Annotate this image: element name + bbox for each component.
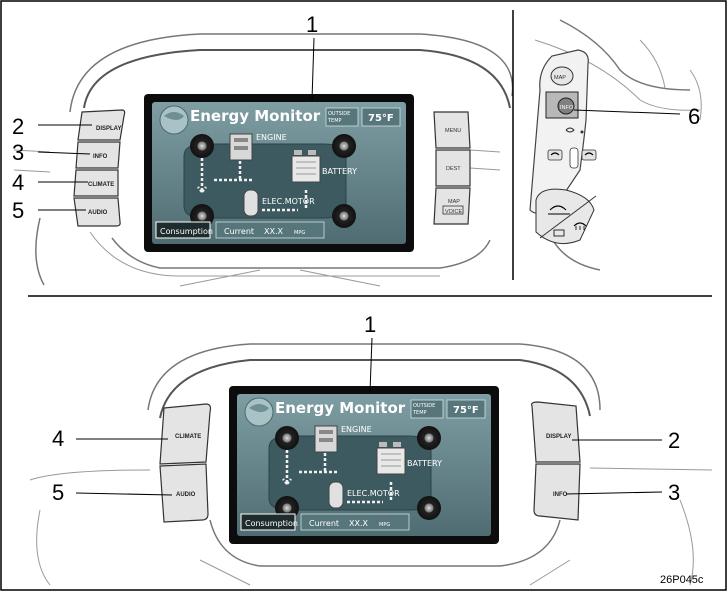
screen-title-top: Energy Monitor bbox=[190, 107, 321, 125]
right-button-column-top: MENU DEST MAP VOICE bbox=[434, 112, 470, 224]
svg-text:MPG: MPG bbox=[294, 230, 305, 236]
svg-text:CLIMATE: CLIMATE bbox=[175, 434, 201, 440]
svg-text:TEMP: TEMP bbox=[412, 410, 427, 416]
svg-text:1: 1 bbox=[364, 312, 376, 337]
screen-title-bottom: Energy Monitor bbox=[275, 399, 406, 417]
svg-text:INFO: INFO bbox=[560, 105, 574, 111]
svg-text:OUTSIDE: OUTSIDE bbox=[328, 111, 350, 117]
svg-text:XX.X: XX.X bbox=[264, 227, 284, 236]
svg-text:AUDIO: AUDIO bbox=[176, 492, 196, 498]
svg-text:BATTERY: BATTERY bbox=[407, 459, 442, 468]
svg-text:OUTSIDE: OUTSIDE bbox=[413, 403, 435, 409]
svg-text:INFO: INFO bbox=[553, 492, 568, 498]
svg-text:3: 3 bbox=[12, 140, 24, 165]
svg-text:Current: Current bbox=[309, 519, 339, 528]
audio-button-label: AUDIO bbox=[88, 210, 108, 216]
svg-text:ENGINE: ENGINE bbox=[341, 425, 372, 434]
svg-text:3: 3 bbox=[668, 480, 680, 505]
consumption-button-bottom[interactable]: Consumption bbox=[245, 519, 298, 528]
figure-code: 26P045c bbox=[660, 574, 704, 586]
svg-text:6: 6 bbox=[688, 104, 700, 129]
outside-temperature-bottom: 75°F bbox=[453, 405, 479, 416]
svg-text:ELEC.MOTOR: ELEC.MOTOR bbox=[347, 489, 400, 498]
display-button-label: DISPLAY bbox=[96, 126, 121, 132]
menu-button-label: MENU bbox=[445, 128, 461, 134]
svg-text:MPG: MPG bbox=[379, 522, 390, 528]
svg-text:MAP: MAP bbox=[554, 75, 566, 81]
svg-text:2: 2 bbox=[12, 114, 24, 139]
climate-steering-buttons[interactable] bbox=[536, 189, 596, 243]
map-button-label: MAP bbox=[448, 199, 460, 205]
svg-text:Current: Current bbox=[224, 227, 254, 236]
svg-text:XX.X: XX.X bbox=[349, 519, 369, 528]
svg-text:4: 4 bbox=[52, 426, 64, 451]
outside-temperature-top: 75°F bbox=[368, 113, 394, 124]
energy-monitor-screen-bottom: Energy Monitor OUTSIDE TEMP 75°F ENGINE … bbox=[229, 386, 499, 544]
svg-text:5: 5 bbox=[52, 480, 64, 505]
dest-button-label: DEST bbox=[446, 166, 461, 172]
svg-text:1: 1 bbox=[306, 12, 318, 37]
svg-text:2: 2 bbox=[668, 428, 680, 453]
steering-wheel-panel: MAP INFO bbox=[530, 20, 701, 270]
climate-button-label: CLIMATE bbox=[88, 182, 114, 188]
info-button-label: INFO bbox=[93, 154, 108, 160]
display-button-bottom[interactable] bbox=[532, 402, 580, 462]
svg-text:ELEC.MOTOR: ELEC.MOTOR bbox=[262, 197, 315, 206]
svg-text:5: 5 bbox=[12, 198, 24, 223]
svg-text:BATTERY: BATTERY bbox=[322, 167, 357, 176]
consumption-button-top[interactable]: Consumption bbox=[160, 227, 213, 236]
voice-button-label: VOICE bbox=[445, 209, 462, 215]
svg-text:TEMP: TEMP bbox=[327, 118, 342, 124]
left-button-column-bottom: CLIMATE AUDIO bbox=[160, 404, 211, 522]
svg-text:DISPLAY: DISPLAY bbox=[546, 434, 571, 440]
left-button-column-top: DISPLAY INFO CLIMATE AUDIO bbox=[74, 110, 125, 226]
energy-monitor-screen-top: Energy Monitor OUTSIDE TEMP 75°F ENGINE … bbox=[144, 94, 414, 252]
right-button-column-bottom: DISPLAY INFO bbox=[532, 402, 580, 520]
svg-text:4: 4 bbox=[12, 170, 24, 195]
svg-text:ENGINE: ENGINE bbox=[256, 133, 287, 142]
